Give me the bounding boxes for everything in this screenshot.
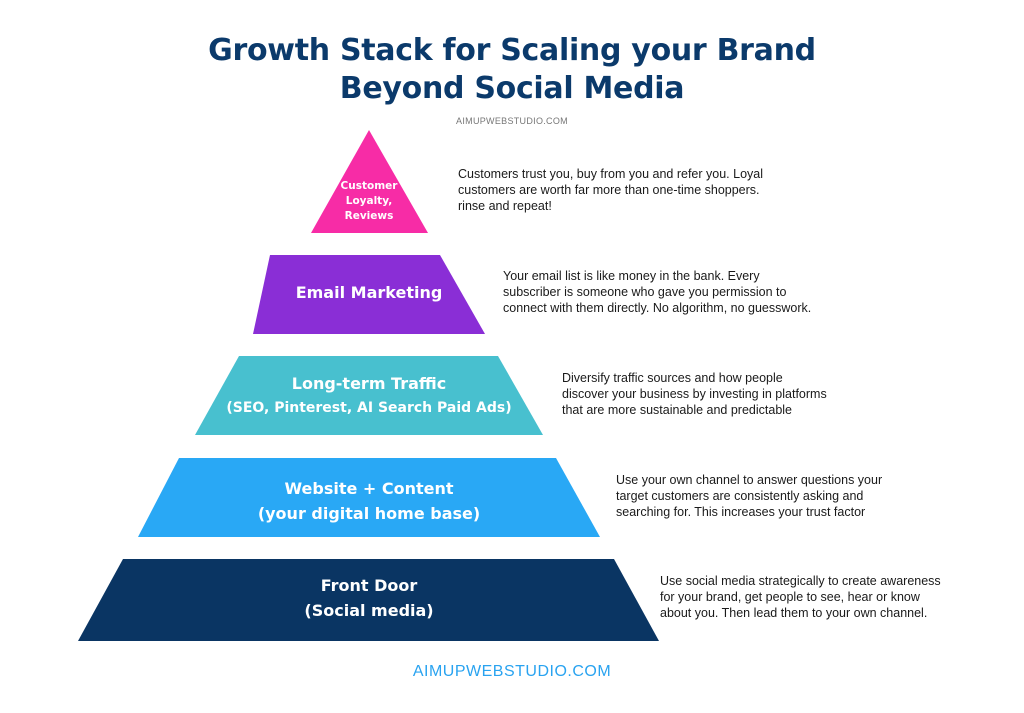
tier-2-desc-line-3: that are more sustainable and predictabl… xyxy=(562,403,793,417)
tier-0-description: Customers trust you, buy from you and re… xyxy=(458,166,763,214)
tier-4-desc-line-1: Use social media strategically to create… xyxy=(660,574,941,588)
tier-3-desc-line-3: searching for. This increases your trust… xyxy=(616,505,866,519)
title-line-2: Beyond Social Media xyxy=(339,71,685,106)
tier-3-description: Use your own channel to answer questions… xyxy=(616,472,882,520)
footer-website: AIMUPWEBSTUDIO.COM xyxy=(412,663,612,680)
tier-0-label: Customer Loyalty, Reviews xyxy=(319,179,419,224)
page-title: Growth Stack for Scaling your Brand Beyo… xyxy=(0,32,1024,108)
tier-2-description: Diversify traffic sources and how people… xyxy=(562,370,827,418)
tier-3-desc-line-1: Use your own channel to answer questions… xyxy=(616,473,883,487)
tier-1-desc-line-1: Your email list is like money in the ban… xyxy=(503,269,760,283)
tier-4-label-line-2: (Social media) xyxy=(304,601,434,620)
tier-0-desc-line-3: rinse and repeat! xyxy=(458,199,552,213)
tier-0-shape xyxy=(311,130,428,233)
tier-2-desc-line-2: discover your business by investing in p… xyxy=(562,387,827,401)
tier-0-label-line-2: Loyalty, xyxy=(345,195,393,207)
tier-1-label-line-1: Email Marketing xyxy=(295,283,443,302)
tier-0-desc-line-1: Customers trust you, buy from you and re… xyxy=(458,167,763,181)
tier-2-label: Long-term Traffic (SEO, Pinterest, AI Se… xyxy=(209,371,529,421)
tier-1-description: Your email list is like money in the ban… xyxy=(503,268,811,316)
tier-3-shape xyxy=(138,458,600,537)
tier-3-label: Website + Content (your digital home bas… xyxy=(219,476,519,526)
tier-4-desc-line-2: for your brand, get people to see, hear … xyxy=(660,590,920,604)
tier-2-desc-line-1: Diversify traffic sources and how people xyxy=(562,371,783,385)
title-line-1: Growth Stack for Scaling your Brand xyxy=(208,33,816,68)
tier-2-label-line-1: Long-term Traffic xyxy=(291,374,447,393)
subtitle-website: AIMUPWEBSTUDIO.COM xyxy=(456,116,568,126)
tier-1-desc-line-3: connect with them directly. No algorithm… xyxy=(503,301,812,315)
tier-4-label-line-1: Front Door xyxy=(320,576,418,595)
tier-1-desc-line-2: subscriber is someone who gave you permi… xyxy=(503,285,787,299)
tier-4-shape xyxy=(78,559,659,641)
tier-4-desc-line-3: about you. Then lead them to your own ch… xyxy=(660,606,928,620)
tier-3-label-line-2: (your digital home base) xyxy=(257,504,481,523)
tier-0-label-line-3: Reviews xyxy=(344,210,394,222)
tier-2-shape xyxy=(195,356,543,435)
tier-3-label-line-1: Website + Content xyxy=(284,479,454,498)
tier-4-description: Use social media strategically to create… xyxy=(660,573,941,621)
tier-3-desc-line-2: target customers are consistently asking… xyxy=(616,489,864,503)
tier-1-label: Email Marketing xyxy=(269,282,469,304)
tier-0-label-line-1: Customer xyxy=(340,180,398,192)
tier-0-desc-line-2: customers are worth far more than one-ti… xyxy=(458,183,760,197)
tier-4-label: Front Door (Social media) xyxy=(219,573,519,623)
tier-2-label-line-2: (SEO, Pinterest, AI Search Paid Ads) xyxy=(226,400,512,416)
tier-1-shape xyxy=(253,255,485,334)
